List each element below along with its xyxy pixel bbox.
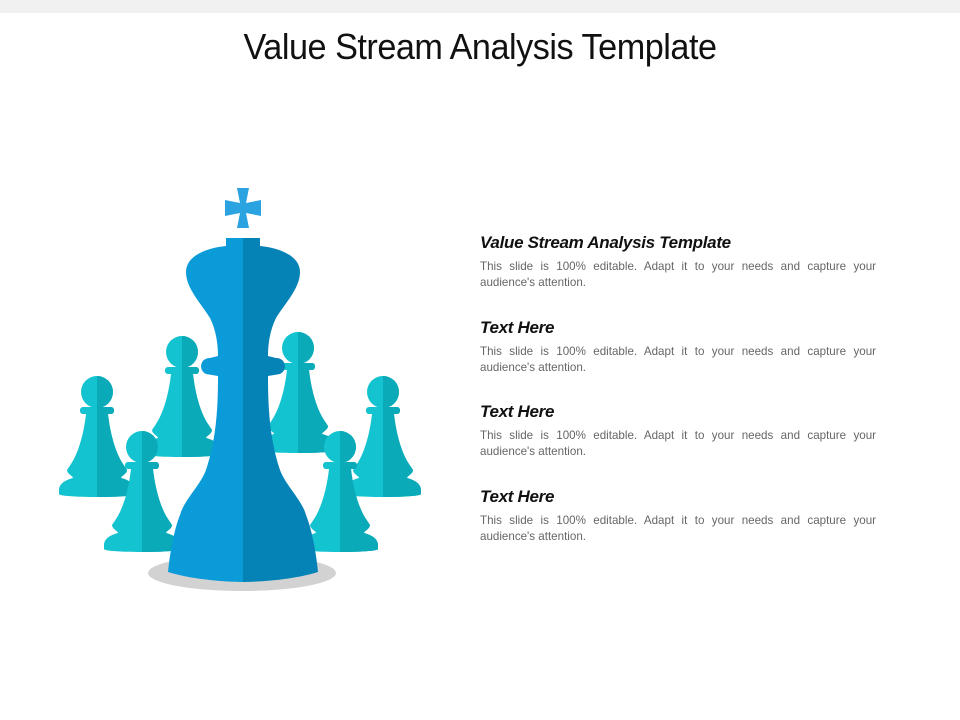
king-piece — [168, 188, 318, 582]
pawn-outer-right — [345, 376, 421, 497]
block-body: This slide is 100% editable. Adapt it to… — [480, 429, 876, 458]
pawn-outer-left — [59, 376, 135, 497]
text-block-1: Value Stream Analysis Template This slid… — [480, 233, 876, 318]
block-heading: Value Stream Analysis Template — [480, 233, 731, 252]
text-blocks: Value Stream Analysis Template This slid… — [480, 233, 876, 571]
block-heading: Text Here — [480, 486, 555, 506]
block-heading: Text Here — [480, 317, 555, 337]
text-block-4: Text Here This slide is 100% editable. A… — [480, 487, 876, 572]
block-body: This slide is 100% editable. Adapt it to… — [480, 260, 876, 289]
block-heading: Text Here — [480, 402, 555, 421]
text-block-2: Text Here This slide is 100% editable. A… — [480, 318, 876, 403]
top-bar — [0, 0, 960, 13]
text-block-3: Text Here This slide is 100% editable. A… — [480, 402, 876, 487]
block-body: This slide is 100% editable. Adapt it to… — [480, 513, 876, 543]
slide-title: Value Stream Analysis Template — [243, 26, 717, 67]
block-body: This slide is 100% editable. Adapt it to… — [480, 344, 876, 374]
chess-illustration — [59, 188, 421, 591]
